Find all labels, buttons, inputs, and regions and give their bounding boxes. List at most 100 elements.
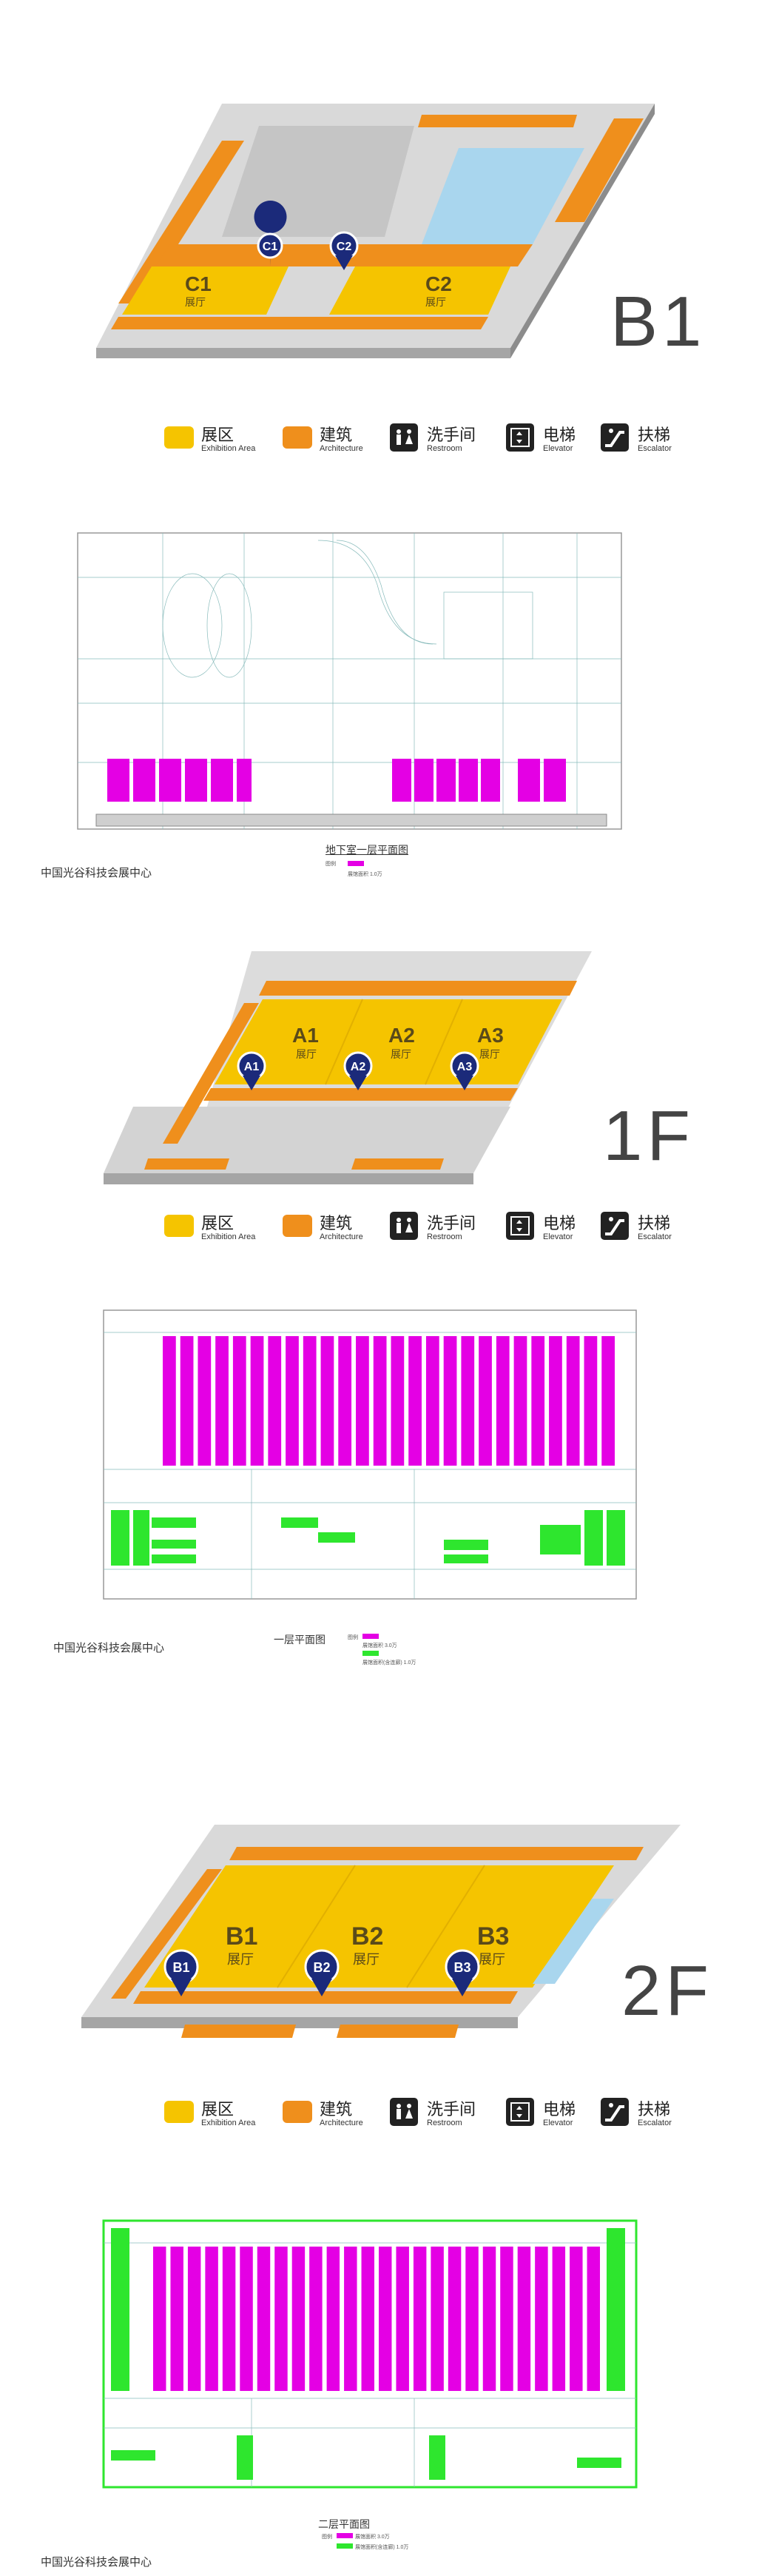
b1-isometric-map: C1 展厅 C2 展厅 C1 C2 [96, 104, 655, 358]
legend-escalator-en: Escalator [638, 1232, 672, 1241]
f1-note-item-2: 展馆面积(含连廊) 1.0万 [362, 1660, 416, 1666]
f2-note-item-1: 展馆面积 3.0万 [355, 2535, 390, 2540]
b1-plan-section: 地下室一层平面图 图例 展馆面积 1.0万 中国光谷科技会展中心 [0, 511, 759, 925]
f1-hall-a2-label: A2 [388, 1024, 415, 1047]
b1-hall-c1 [122, 266, 289, 315]
b1-hall-c1-label: C1 [185, 272, 212, 295]
f2-architecture-left [111, 1869, 222, 1999]
booth-row [396, 2247, 409, 2391]
svg-text:A3: A3 [457, 1061, 473, 1073]
exhibition-swatch [164, 2101, 194, 2123]
legend-architecture-en: Architecture [320, 2119, 363, 2127]
booth-row [257, 2247, 271, 2391]
booth-row [408, 1336, 422, 1466]
booth-row [496, 1336, 510, 1466]
legend-elevator-en: Elevator [543, 1232, 573, 1241]
legend-restroom-en: Restroom [427, 444, 462, 453]
booth-row [286, 1336, 299, 1466]
b1-architecture-top [418, 115, 577, 127]
svg-text:A1: A1 [244, 1061, 260, 1073]
f2-architecture-band [133, 1991, 518, 2004]
booth-row [443, 1336, 457, 1466]
exhibition-swatch [164, 426, 194, 449]
f2-pin-b2[interactable]: B2 [304, 1949, 340, 1996]
legend-elevator-en: Elevator [543, 444, 573, 453]
booth-row [170, 2247, 183, 2391]
booth-row [535, 2247, 548, 2391]
booth-row [205, 2247, 218, 2391]
b1-bottom-band [111, 317, 488, 329]
restroom-icon [390, 1212, 418, 1240]
restroom-icon [390, 423, 418, 452]
f1-pin-a2[interactable]: A2 [343, 1051, 373, 1090]
booth-row [587, 2247, 600, 2391]
f1-plan-linework [104, 1332, 636, 1599]
legend-architecture-en: Architecture [320, 1232, 363, 1241]
f1-architecture-left [163, 1003, 259, 1144]
b1-pin-c2[interactable]: C2 [329, 231, 359, 270]
booth-row [222, 2247, 236, 2391]
b1-plan-title: 地下室一层平面图 [325, 845, 408, 856]
f2-pin-b3[interactable]: B3 [445, 1949, 480, 1996]
b1-section: C1 展厅 C2 展厅 C1 C2 B1 [0, 0, 759, 370]
booth-row [448, 2247, 462, 2391]
booth-row [274, 2247, 288, 2391]
escalator-icon [601, 2098, 629, 2126]
elevator-icon [506, 1212, 534, 1240]
booth-row [153, 2247, 166, 2391]
f1-note-swatch-booth [362, 1634, 379, 1639]
b1-pin-c1[interactable]: C1 [254, 201, 287, 266]
f2-plan-title: 二层平面图 [318, 2520, 370, 2531]
f1-architecture-bottom-2 [351, 1158, 444, 1170]
booth-row [413, 2247, 427, 2391]
booth-row [482, 2247, 496, 2391]
legend-exhibition-cn: 展区 [201, 1214, 235, 1232]
legend-restroom-cn: 洗手间 [427, 2100, 476, 2119]
f1-architecture-band [203, 1088, 518, 1101]
f1-hall-a1-sub: 展厅 [296, 1048, 317, 1060]
svg-text:B2: B2 [313, 1960, 330, 1975]
legend-escalator-en: Escalator [638, 444, 672, 453]
architecture-swatch [283, 1215, 312, 1237]
legend-exhibition-en: Exhibition Area [201, 1232, 256, 1241]
f1-slab-edge [104, 1173, 473, 1184]
booth-row [373, 1336, 387, 1466]
f2-legend: 展区 Exhibition Area 建筑 Architecture 洗手间 R… [164, 2095, 682, 2139]
legend-architecture-cn: 建筑 [320, 426, 353, 444]
booth-row [425, 1336, 439, 1466]
legend-restroom-cn: 洗手间 [427, 1214, 476, 1232]
f2-pin-b1[interactable]: B1 [163, 1949, 199, 1996]
booth-row [391, 1336, 405, 1466]
f1-floor-label: 1F [603, 1096, 695, 1175]
booth-row [198, 1336, 212, 1466]
booth-row [250, 1336, 264, 1466]
f2-hall-b2-sub: 展厅 [353, 1952, 380, 1967]
f2-plan-booths [153, 2247, 600, 2391]
booth-row [268, 1336, 282, 1466]
booth-row [320, 1336, 334, 1466]
b1-note-item: 展馆面积 1.0万 [348, 872, 382, 877]
legend-exhibition-en: Exhibition Area [201, 2119, 256, 2127]
legend-elevator-en: Elevator [543, 2119, 573, 2127]
f2-floor-plan [102, 2219, 638, 2489]
booth-row [309, 2247, 323, 2391]
f2-hall-b3-sub: 展厅 [479, 1952, 505, 1967]
f1-plan-title: 一层平面图 [274, 1635, 325, 1646]
f1-lower-slab [104, 1107, 510, 1173]
legend-escalator-cn: 扶梯 [638, 2100, 671, 2119]
f2-exhibition-area [144, 1865, 614, 1988]
booth-row [570, 2247, 583, 2391]
f2-architecture-bottom [181, 2025, 296, 2038]
booth-row [461, 1336, 475, 1466]
f2-note-swatch-green [337, 2543, 353, 2549]
f1-isometric-map: A1 展厅 A2 展厅 A3 展厅 A1 A2 A3 [104, 951, 592, 1184]
f2-note-label: 图例 [322, 2535, 332, 2540]
legend-architecture-cn: 建筑 [320, 1214, 353, 1232]
f1-plan-section: 中国光谷科技会展中心 一层平面图 图例 展馆面积 3.0万 展馆面积(含连廊) … [0, 1288, 759, 1673]
legend-architecture-cn: 建筑 [320, 2100, 353, 2119]
f1-pin-a1[interactable]: A1 [237, 1051, 266, 1090]
f2-hall-b3-label: B3 [477, 1922, 509, 1951]
legend-escalator-en: Escalator [638, 2119, 672, 2127]
f1-legend: 展区 Exhibition Area 建筑 Architecture 洗手间 R… [164, 1209, 682, 1253]
f1-pin-a3[interactable]: A3 [450, 1051, 479, 1090]
